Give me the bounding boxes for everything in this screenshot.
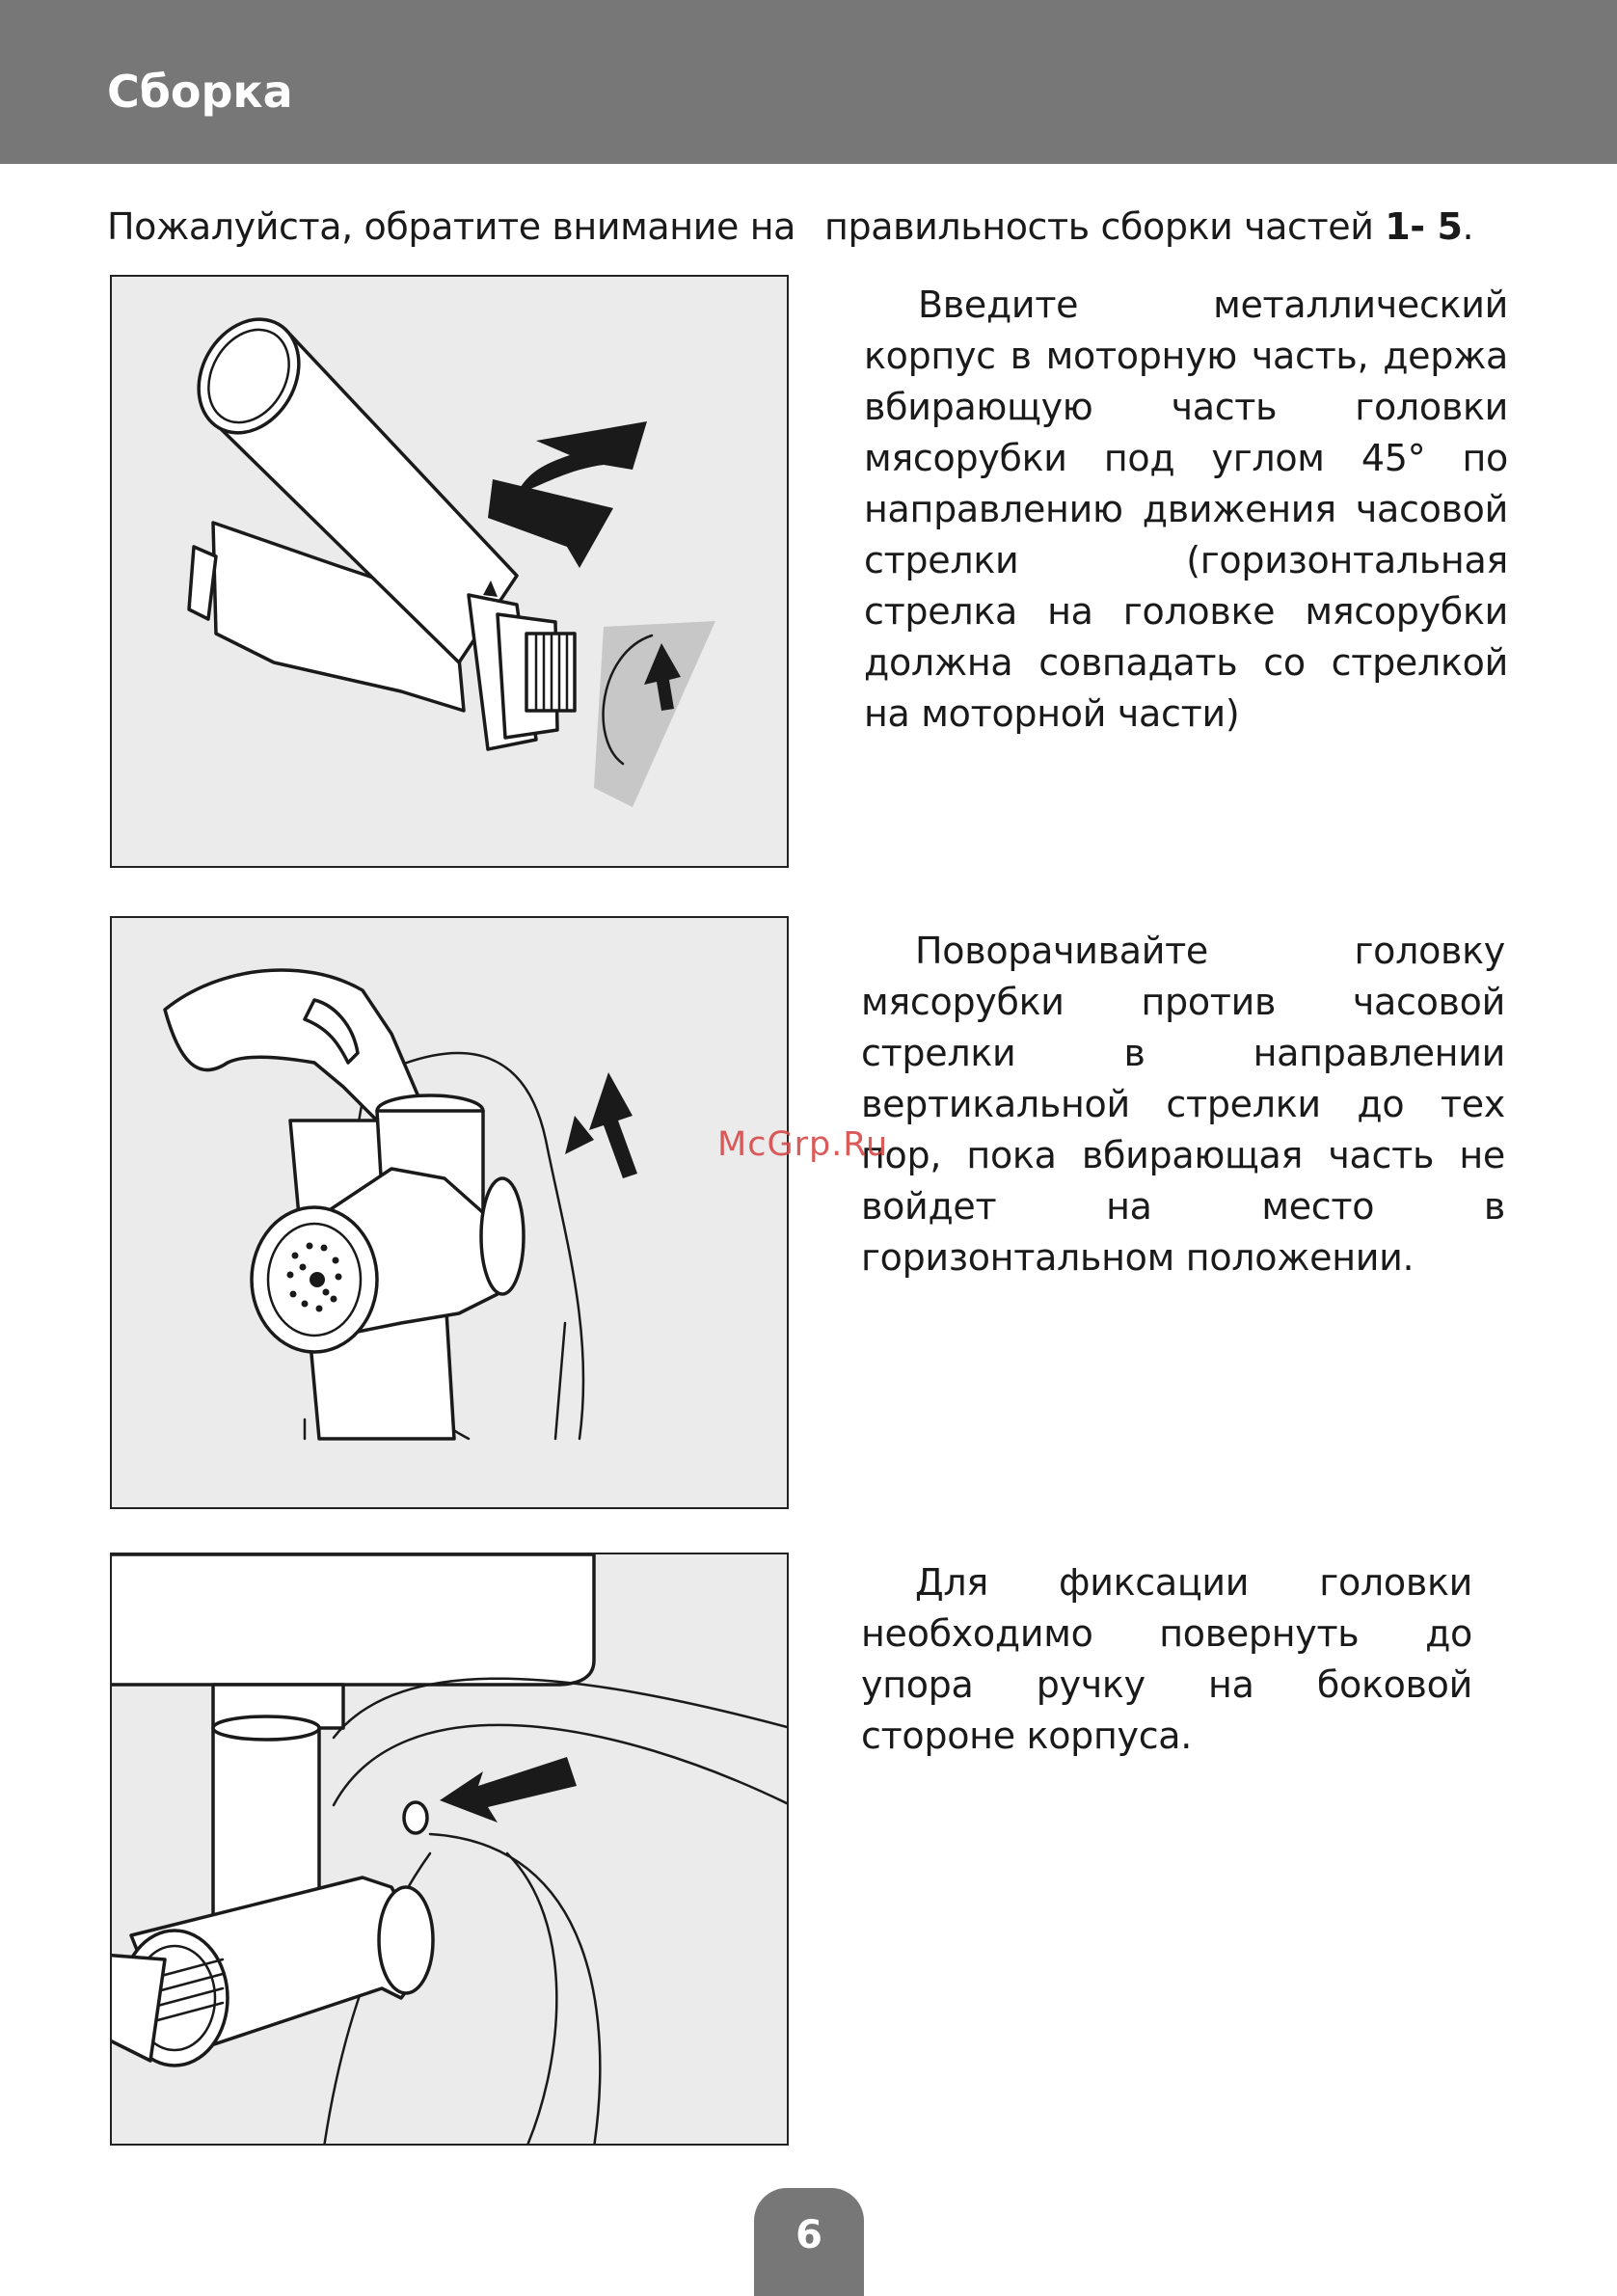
intro-period: . bbox=[1462, 205, 1474, 248]
page-number-tab: 6 bbox=[754, 2188, 864, 2296]
small-arrow-icon bbox=[644, 643, 681, 711]
intro-parts: 1- 5 bbox=[1385, 205, 1463, 248]
step-1-illustration bbox=[110, 275, 789, 868]
step-3-text: Для фиксации головки необходимо повернут… bbox=[861, 1561, 1472, 1757]
page-title: Сборка bbox=[107, 66, 293, 118]
grinding-plate-holes bbox=[286, 1242, 342, 1312]
watermark: McGrp.Ru bbox=[717, 1125, 889, 1164]
grinder-rotate-drawing bbox=[163, 968, 637, 1441]
step-2-text: Поворачивайте головку мясорубки против ч… bbox=[861, 930, 1505, 1279]
gear-teeth bbox=[534, 634, 569, 711]
intro-text-before: Пожалуйста, обратите внимание на bbox=[107, 205, 796, 248]
grinder-insert-drawing bbox=[187, 317, 715, 807]
step-3-illustration bbox=[110, 1553, 789, 2146]
grinder-lock-drawing bbox=[112, 1554, 787, 2144]
insert-arrow-icon bbox=[488, 479, 613, 568]
intro-text: Пожалуйста, обратите внимание на правильн… bbox=[107, 201, 1515, 253]
page-number: 6 bbox=[795, 2213, 822, 2257]
rotate-arrow-icon bbox=[517, 421, 647, 494]
header-bar bbox=[0, 0, 1617, 164]
step-1-text: Введите металлический корпус в моторную … bbox=[864, 284, 1508, 735]
alignment-arrow-icon bbox=[483, 581, 498, 597]
vertical-marker-icon bbox=[565, 1116, 594, 1154]
rotate-up-arrow-icon bbox=[589, 1072, 637, 1178]
step-2-illustration bbox=[110, 916, 789, 1509]
lock-knob-arrow-icon bbox=[440, 1757, 577, 1823]
intro-text-after: правильность сборки частей bbox=[824, 205, 1374, 248]
